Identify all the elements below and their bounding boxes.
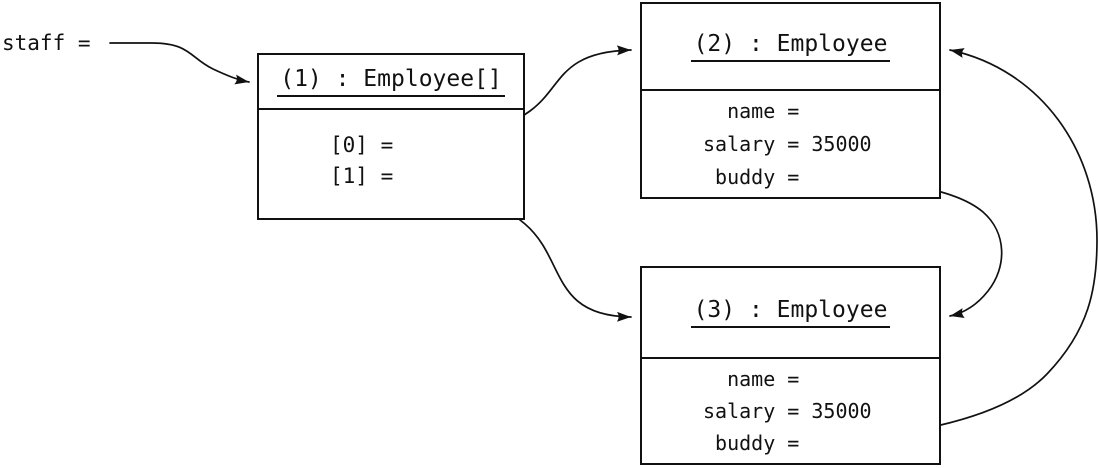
array-field-1: [1] = (330, 164, 394, 188)
employee3-object-title: (3) : Employee (642, 268, 939, 359)
employee3-salary-field: salary = 35000 (703, 399, 872, 423)
array-object-title: (1) : Employee[] (259, 55, 523, 110)
employee3-object-title-text: (3) : Employee (690, 297, 891, 328)
employee2-salary-field: salary = 35000 (703, 132, 872, 156)
staff-to-array-arrow (109, 42, 250, 85)
employee2-name-field: name = (703, 99, 800, 123)
employee3-name-field: name = (703, 367, 800, 391)
employee2-buddy-field: buddy = (703, 165, 800, 189)
employee3-buddy-field: buddy = (703, 431, 800, 455)
array-field-0: [0] = (330, 133, 394, 157)
employee2-object-fields: name = salary = 35000 buddy = (642, 91, 939, 194)
employee2-object-box: (2) : Employee name = salary = 35000 bud… (640, 2, 941, 199)
array-object-fields: [0] = [1] = (259, 110, 523, 192)
employee2-object-title: (2) : Employee (642, 4, 939, 91)
array-object-box: (1) : Employee[] [0] = [1] = (257, 53, 525, 220)
employee3-object-fields: name = salary = 35000 buddy = (642, 359, 939, 459)
staff-variable-label: staff = (2, 31, 91, 55)
employee2-object-title-text: (2) : Employee (690, 31, 891, 62)
employee3-object-box: (3) : Employee name = salary = 35000 bud… (640, 266, 941, 465)
array-object-title-text: (1) : Employee[] (277, 66, 505, 97)
